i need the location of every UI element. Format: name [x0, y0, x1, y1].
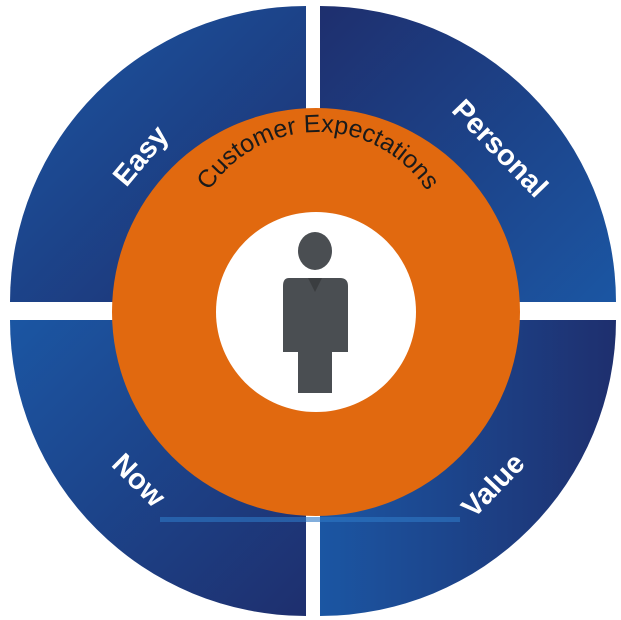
- person-icon: [283, 232, 348, 393]
- quadrant-highlight: [160, 517, 460, 522]
